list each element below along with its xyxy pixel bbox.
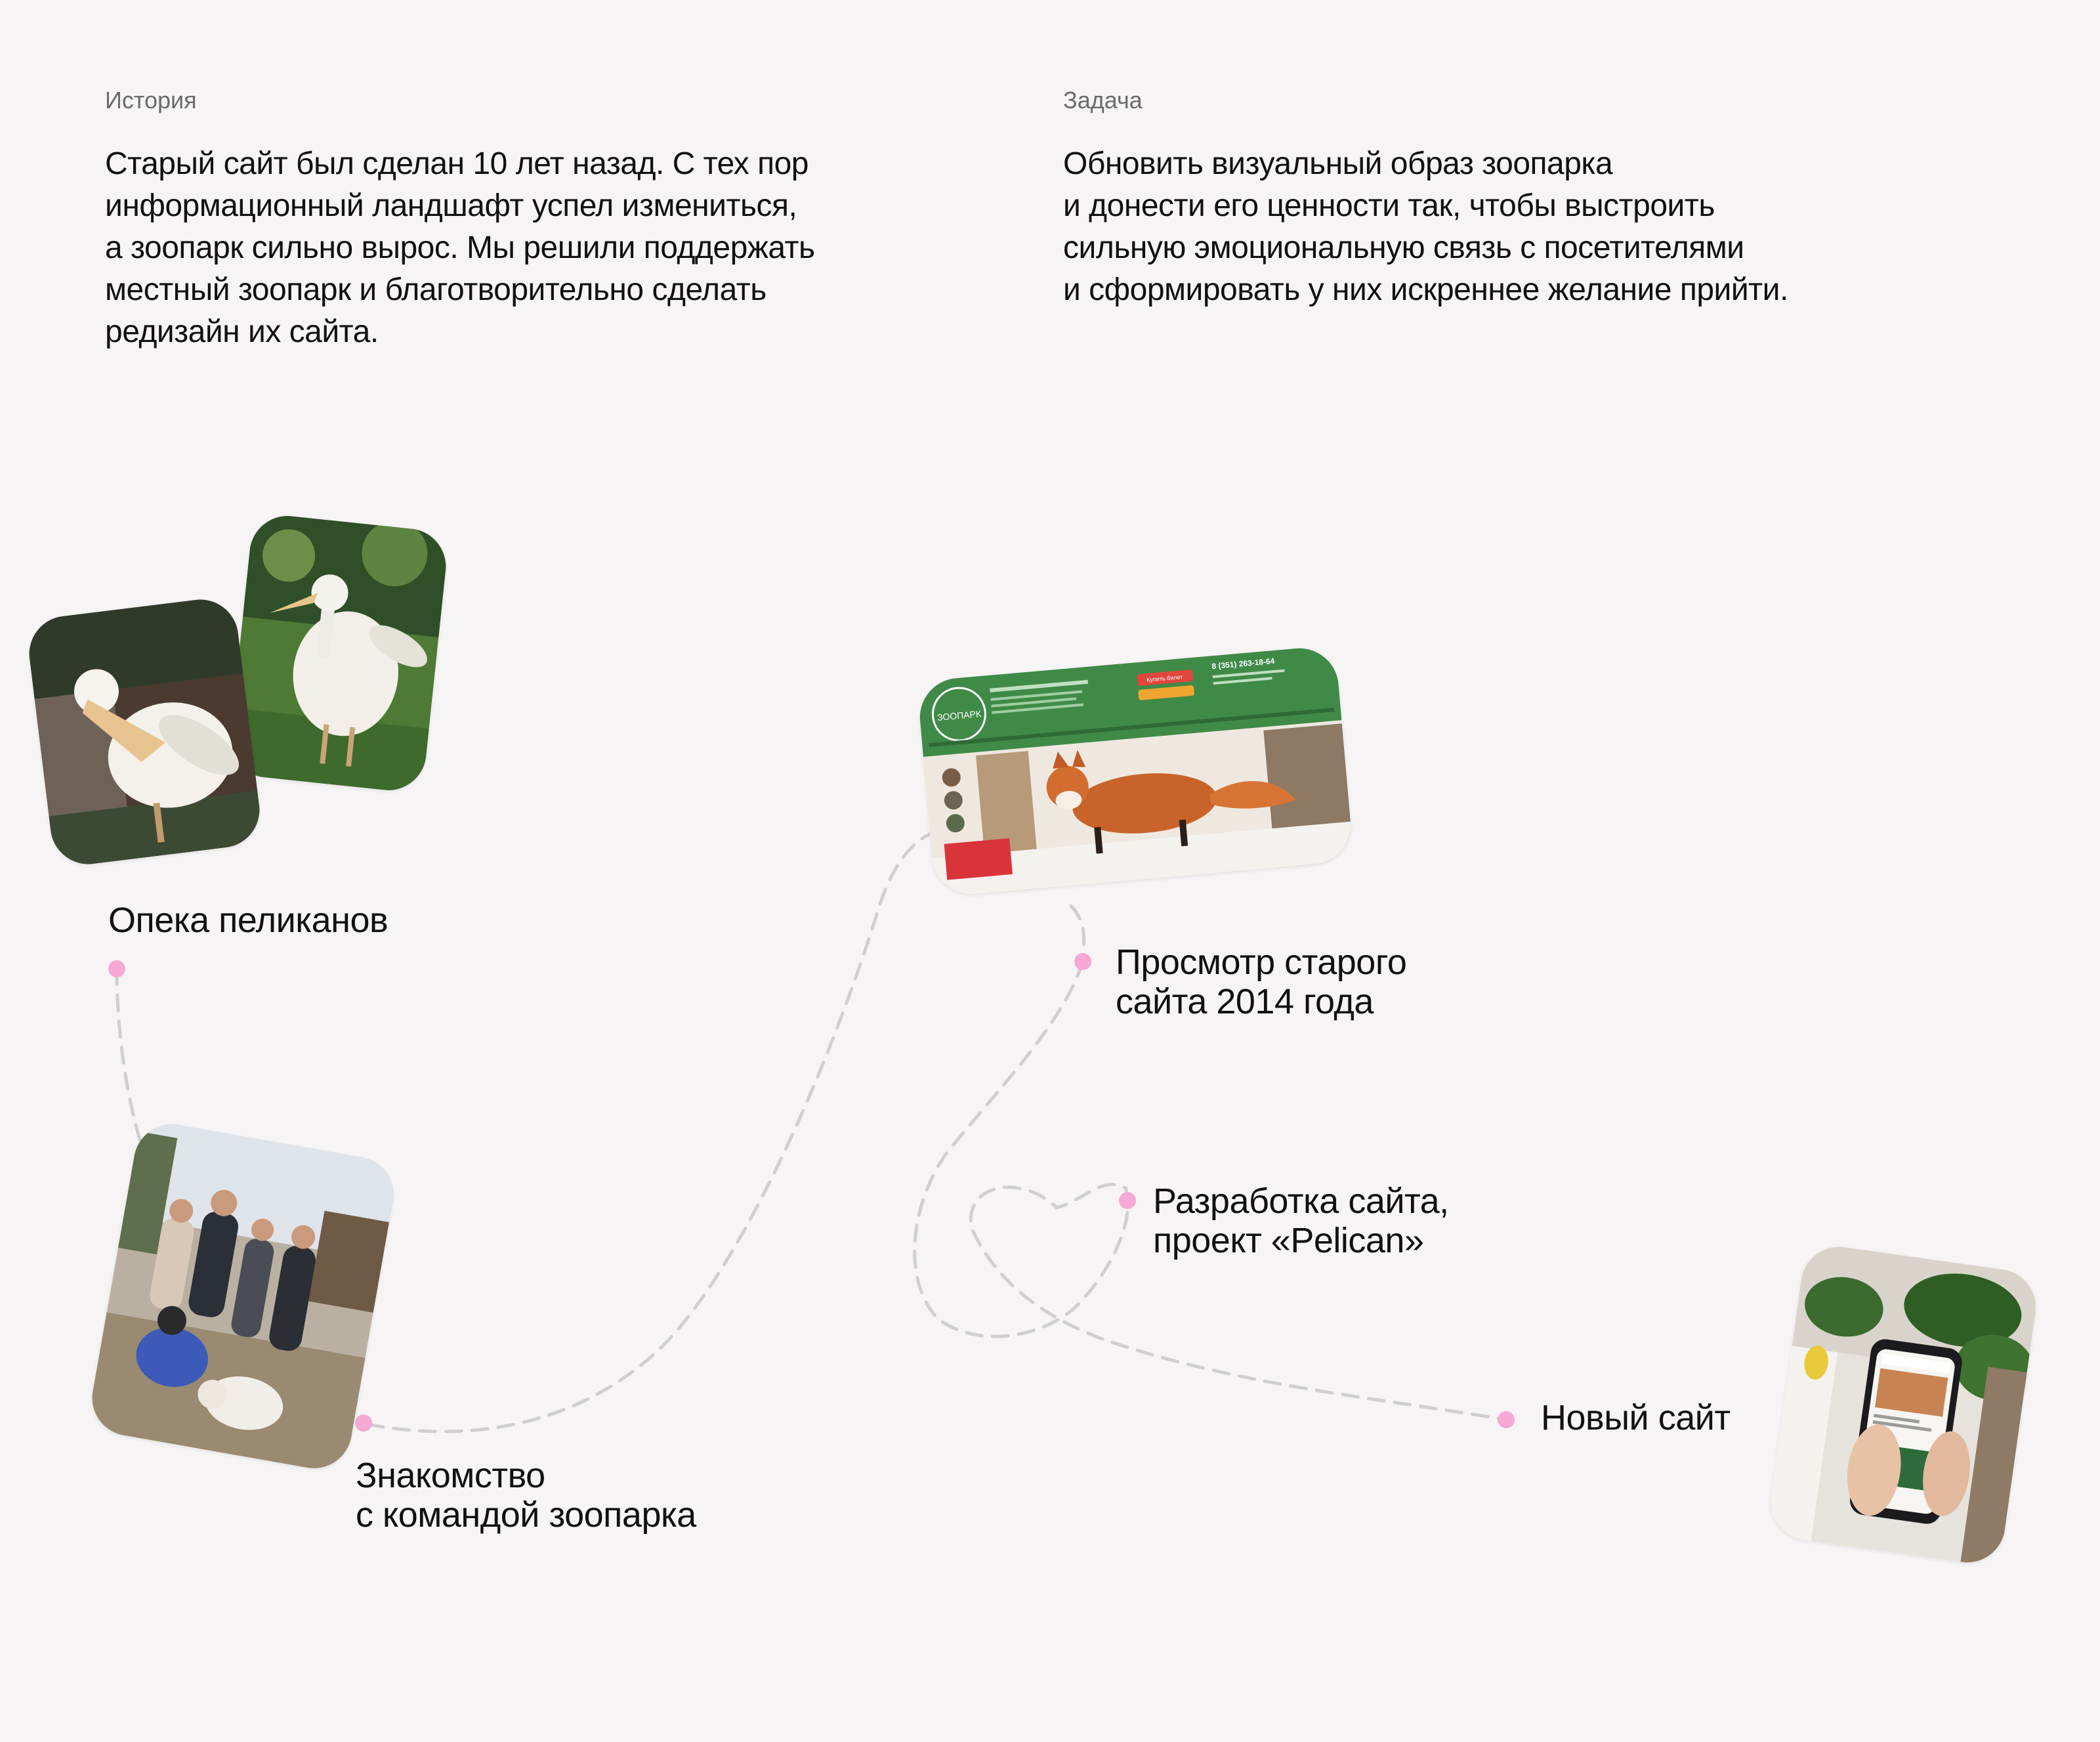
history-label: История [105,87,197,114]
pelican-photo-front [25,595,264,869]
pelican-image [226,512,450,794]
caption-old-site: Просмотр старого сайта 2014 года [1116,943,1407,1021]
route-dot-pelican-project [1119,1192,1136,1209]
old-site-buy-button: Купить билет [1146,673,1183,683]
old-site-screenshot: ЗООПАРК Купить билет 8 (351) 263-18-64 [916,645,1354,898]
new-site-image [1765,1242,2041,1567]
route-path [115,826,1508,1434]
route-dot-team [355,1414,372,1432]
route-dot-pelicans [108,960,125,977]
task-label: Задача [1063,87,1143,114]
route-dot-new-site [1498,1411,1515,1428]
route-dot-old-site [1074,953,1091,970]
new-site-photo [1765,1242,2041,1567]
history-text: Старый сайт был сделан 10 лет назад. С т… [105,146,815,349]
caption-team: Знакомство с командой зоопарка [356,1456,696,1535]
caption-new-site: Новый сайт [1541,1398,1731,1437]
task-text: Обновить визуальный образ зоопарка и дон… [1063,146,1788,307]
pelican-image [25,595,264,869]
caption-pelican-project: Разработка сайта, проект «Pelican» [1153,1181,1449,1260]
team-image [86,1118,400,1475]
team-photo [86,1118,400,1475]
pelican-photo-back [226,512,450,794]
caption-pelicans: Опека пеликанов [108,901,388,940]
old-site-logo: ЗООПАРК [937,708,982,723]
old-site-image: ЗООПАРК Купить билет 8 (351) 263-18-64 [916,645,1354,898]
